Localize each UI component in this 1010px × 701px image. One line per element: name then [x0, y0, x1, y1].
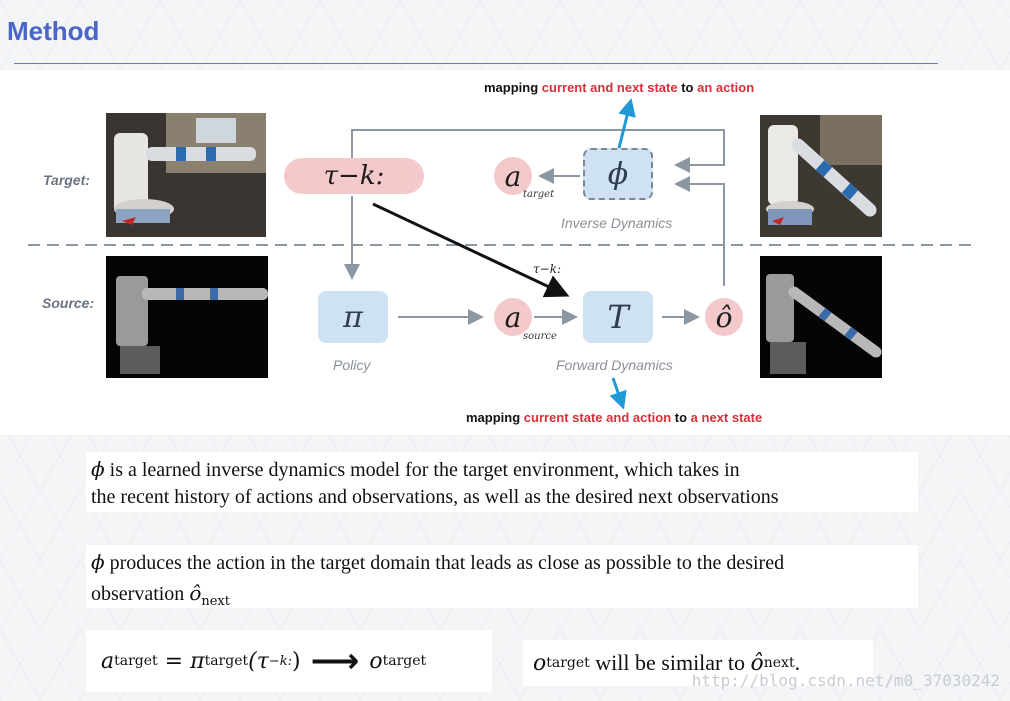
p2-line1: produces the action in the target domain…: [105, 552, 784, 574]
a-source-label: a: [505, 301, 522, 334]
description-paragraph-2: ϕ produces the action in the target doma…: [86, 545, 918, 608]
eq-lhs-sub: target: [114, 653, 158, 669]
policy-node: π: [318, 291, 388, 343]
watermark: http://blog.csdn.net/m0_37030242: [692, 671, 1000, 690]
eq-pi: π: [190, 649, 204, 674]
cyan-arrow-down: [613, 378, 622, 404]
history-to-forward-arrow: [373, 204, 564, 294]
p1-line1: is a learned inverse dynamics model for …: [105, 459, 740, 481]
sim-o-sub: target: [546, 655, 590, 671]
a-target-label: a: [505, 160, 522, 193]
eq-arg-sub: −k:: [269, 654, 292, 669]
phi-symbol-2: ϕ: [91, 550, 105, 574]
top-note-mid: to: [678, 80, 698, 95]
p2-line2-prefix: observation: [91, 583, 189, 605]
eq-rhs: o: [369, 649, 382, 674]
top-note-red2: an action: [697, 80, 754, 95]
eq-equals: =: [158, 649, 190, 674]
a-target-subscript: target: [523, 189, 554, 200]
p1-line2: the recent history of actions and observ…: [91, 484, 918, 511]
eq-pi-sub: target: [205, 653, 249, 669]
sim-ohat-sub: next: [764, 655, 795, 671]
caption-policy: Policy: [333, 357, 370, 373]
phi-label: ϕ: [608, 157, 628, 192]
o-hat-next-sub: next: [201, 594, 230, 609]
phi-symbol-1: ϕ: [91, 457, 105, 481]
forward-dynamics-node: T: [583, 291, 653, 343]
eq-lhs: a: [101, 649, 114, 674]
forward-label: T: [607, 298, 628, 336]
top-note-red1: current and next state: [542, 80, 678, 95]
o-hat-node: ô: [705, 298, 743, 336]
eq-arrow-icon: ⟶: [311, 641, 360, 681]
eq-rhs-sub: target: [383, 653, 427, 669]
caption-forward-dynamics: Forward Dynamics: [556, 357, 673, 373]
top-annotation: mapping current and next state to an act…: [484, 80, 754, 95]
eq-close: ): [292, 649, 301, 674]
description-paragraph-1: ϕ is a learned inverse dynamics model fo…: [86, 452, 918, 512]
policy-label: π: [343, 300, 363, 335]
bottom-note-red1: current state and action: [524, 410, 671, 425]
caption-inverse-dynamics: Inverse Dynamics: [561, 215, 672, 231]
top-note-prefix: mapping: [484, 80, 542, 95]
bottom-note-mid: to: [671, 410, 691, 425]
a-source-subscript: source: [523, 331, 557, 342]
eq-arg: (τ: [248, 649, 269, 674]
bottom-note-prefix: mapping: [466, 410, 524, 425]
bottom-annotation: mapping current state and action to a ne…: [466, 410, 762, 425]
inverse-dynamics-node: ϕ: [583, 148, 653, 200]
cyan-arrow-up: [618, 104, 630, 152]
sim-o: o: [533, 651, 546, 676]
bottom-note-red2: a next state: [691, 410, 763, 425]
arrow-tau-label: τ−k:: [533, 262, 561, 276]
o-hat-next: ô: [189, 581, 201, 605]
history-label: τ−k:: [324, 161, 385, 191]
o-hat-label: ô: [716, 301, 733, 334]
history-node: τ−k:: [284, 158, 424, 194]
